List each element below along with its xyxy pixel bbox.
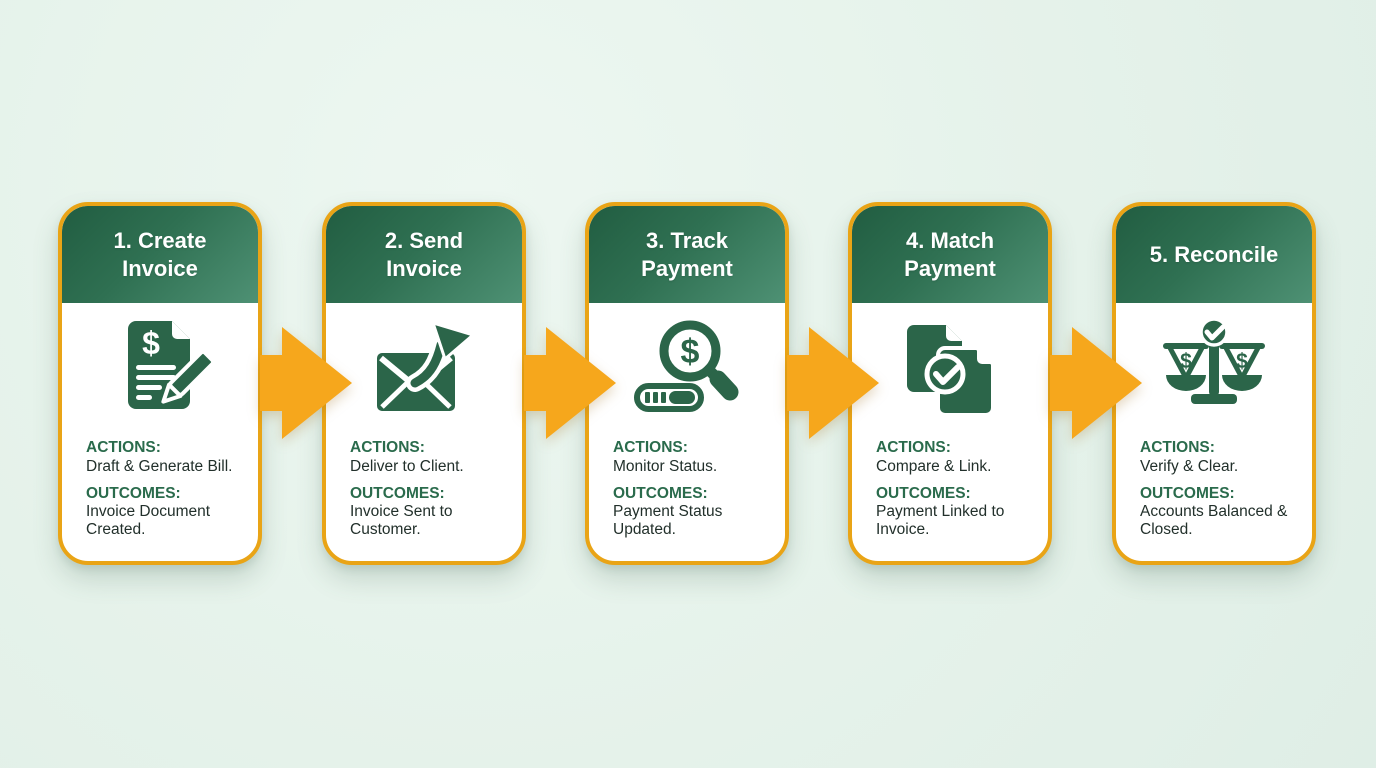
outcomes-label: OUTCOMES: bbox=[876, 484, 971, 502]
step-title: 1. Create Invoice bbox=[113, 228, 207, 281]
step-card-send-invoice: 2. Send Invoice ACTIONS: Deliver to Clie… bbox=[322, 202, 526, 565]
actions-text: Deliver to Client. bbox=[350, 457, 464, 475]
step-icon-box: $ bbox=[589, 305, 785, 433]
actions-text: Monitor Status. bbox=[613, 457, 718, 475]
outcomes-text: Accounts Balanced & Closed. bbox=[1140, 503, 1288, 539]
actions-label: ACTIONS: bbox=[1140, 439, 1215, 456]
step-card-reconcile: 5. Reconcile $ $ ACTIONS: Verify & Clear… bbox=[1112, 202, 1316, 565]
actions-label: ACTIONS: bbox=[86, 439, 161, 456]
step-body: ACTIONS: Verify & Clear. OUTCOMES: Accou… bbox=[1116, 433, 1312, 540]
step-header: 4. Match Payment bbox=[852, 206, 1048, 303]
step-body: ACTIONS: Compare & Link. OUTCOMES: Payme… bbox=[852, 433, 1048, 540]
step-body: ACTIONS: Deliver to Client. OUTCOMES: In… bbox=[326, 433, 522, 540]
flow-arrow-icon bbox=[524, 327, 616, 439]
outcomes-text: Invoice Document Created. bbox=[86, 503, 211, 539]
outcomes-label: OUTCOMES: bbox=[1140, 484, 1235, 502]
step-header: 5. Reconcile bbox=[1116, 206, 1312, 303]
step-body: ACTIONS: Monitor Status. OUTCOMES: Payme… bbox=[589, 433, 785, 540]
actions-text: Compare & Link. bbox=[876, 457, 992, 475]
svg-text:$: $ bbox=[681, 333, 700, 371]
svg-text:$: $ bbox=[142, 325, 160, 361]
step-header: 1. Create Invoice bbox=[62, 206, 258, 303]
actions-label: ACTIONS: bbox=[350, 439, 425, 456]
step-card-create-invoice: 1. Create Invoice $ ACTIONS: Draft & Gen… bbox=[58, 202, 262, 565]
step-icon-box: $ $ bbox=[1116, 305, 1312, 433]
match-payment-documents-icon bbox=[907, 325, 995, 417]
step-body: ACTIONS: Draft & Generate Bill. OUTCOMES… bbox=[62, 433, 258, 540]
svg-text:$: $ bbox=[1180, 350, 1192, 373]
actions-label: ACTIONS: bbox=[876, 439, 951, 456]
step-card-track-payment: 3. Track Payment $ ACTIONS: Monitor Stat… bbox=[585, 202, 789, 565]
invoice-document-pen-icon: $ bbox=[128, 321, 214, 409]
step-header: 2. Send Invoice bbox=[326, 206, 522, 303]
outcomes-text: Payment Linked to Invoice. bbox=[876, 503, 1005, 539]
step-title: 2. Send Invoice bbox=[384, 228, 464, 281]
step-title: 4. Match Payment bbox=[904, 228, 996, 281]
step-card-match-payment: 4. Match Payment ACTIONS: Compare & Link… bbox=[848, 202, 1052, 565]
outcomes-text: Payment Status Updated. bbox=[613, 503, 723, 539]
step-icon-box: $ bbox=[62, 305, 258, 433]
svg-text:$: $ bbox=[1236, 350, 1248, 373]
step-title: 3. Track Payment bbox=[641, 228, 733, 281]
outcomes-label: OUTCOMES: bbox=[350, 484, 445, 502]
outcomes-label: OUTCOMES: bbox=[86, 484, 181, 502]
actions-label: ACTIONS: bbox=[613, 439, 688, 456]
step-icon-box bbox=[852, 305, 1048, 433]
actions-text: Draft & Generate Bill. bbox=[86, 457, 233, 475]
step-title: 5. Reconcile bbox=[1149, 241, 1279, 267]
step-icon-box bbox=[326, 305, 522, 433]
send-invoice-envelope-icon bbox=[377, 321, 475, 411]
actions-text: Verify & Clear. bbox=[1140, 457, 1239, 475]
step-header: 3. Track Payment bbox=[589, 206, 785, 303]
outcomes-label: OUTCOMES: bbox=[613, 484, 708, 502]
flow-arrow-icon bbox=[260, 327, 352, 439]
track-payment-search-icon: $ bbox=[634, 320, 739, 412]
reconcile-balance-scale-icon: $ $ bbox=[1163, 318, 1265, 404]
outcomes-text: Invoice Sent to Customer. bbox=[350, 503, 453, 539]
flow-arrow-icon bbox=[1050, 327, 1142, 439]
flow-arrow-icon bbox=[787, 327, 879, 439]
